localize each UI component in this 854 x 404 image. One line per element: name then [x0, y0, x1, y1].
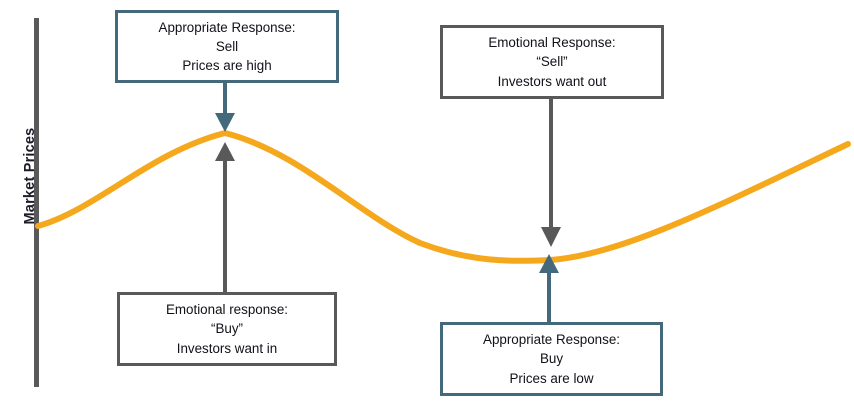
callout-buy-appropriate[interactable]: Appropriate Response: Buy Prices are low — [440, 322, 663, 396]
callout-line-1: Emotional Response: — [488, 35, 616, 51]
callout-sell-appropriate[interactable]: Appropriate Response: Sell Prices are hi… — [115, 10, 339, 83]
y-axis-label: Market Prices — [22, 127, 38, 225]
connector-buy-appropriate — [539, 254, 559, 327]
callout-line-1: Emotional response: — [165, 302, 289, 318]
callout-line-1: Appropriate Response: — [483, 332, 620, 348]
callout-line-2: “Buy” — [211, 321, 243, 337]
callout-sell-emotional[interactable]: Emotional Response: “Sell” Investors wan… — [440, 25, 664, 99]
callout-line-3: Investors want out — [497, 73, 607, 89]
connector-sell-emotional — [541, 97, 561, 247]
callout-line-1: Appropriate Response: — [158, 19, 296, 35]
callout-line-2: Buy — [539, 351, 564, 367]
callout-line-3: Prices are high — [182, 58, 272, 74]
callout-line-2: “Sell” — [536, 54, 568, 70]
connector-buy-emotional — [215, 142, 235, 295]
callout-line-2: Sell — [215, 38, 239, 54]
connector-sell-appropriate — [215, 80, 235, 132]
callout-line-3: Investors want in — [176, 340, 278, 356]
callout-line-3: Prices are low — [509, 370, 594, 386]
callout-buy-emotional[interactable]: Emotional response: “Buy” Investors want… — [117, 292, 337, 366]
